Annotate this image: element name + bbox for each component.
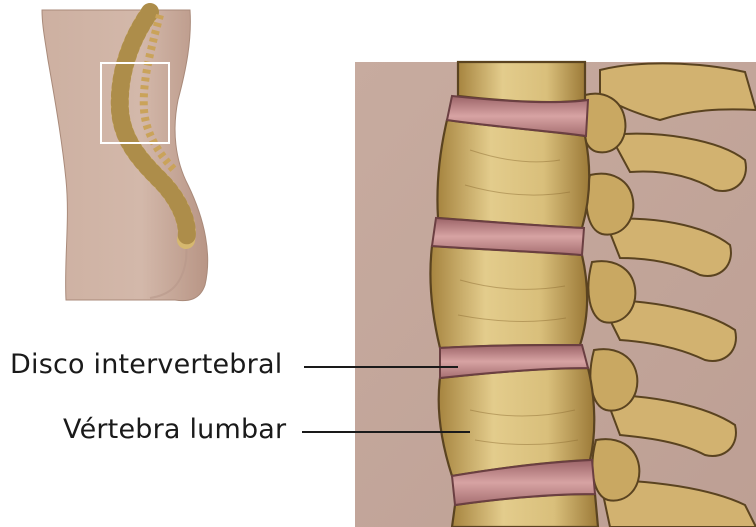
vertebra-4 xyxy=(439,368,595,476)
label-lumbar-vertebra: Vértebra lumbar xyxy=(63,414,286,445)
vertebra-3 xyxy=(430,246,587,348)
vertebra-1 xyxy=(458,62,585,102)
lumbar-spine-closeup xyxy=(355,62,756,527)
vertebra-2 xyxy=(437,120,589,228)
torso-thumbnail xyxy=(42,10,208,301)
label-intervertebral-disc: Disco intervertebral xyxy=(10,349,282,380)
